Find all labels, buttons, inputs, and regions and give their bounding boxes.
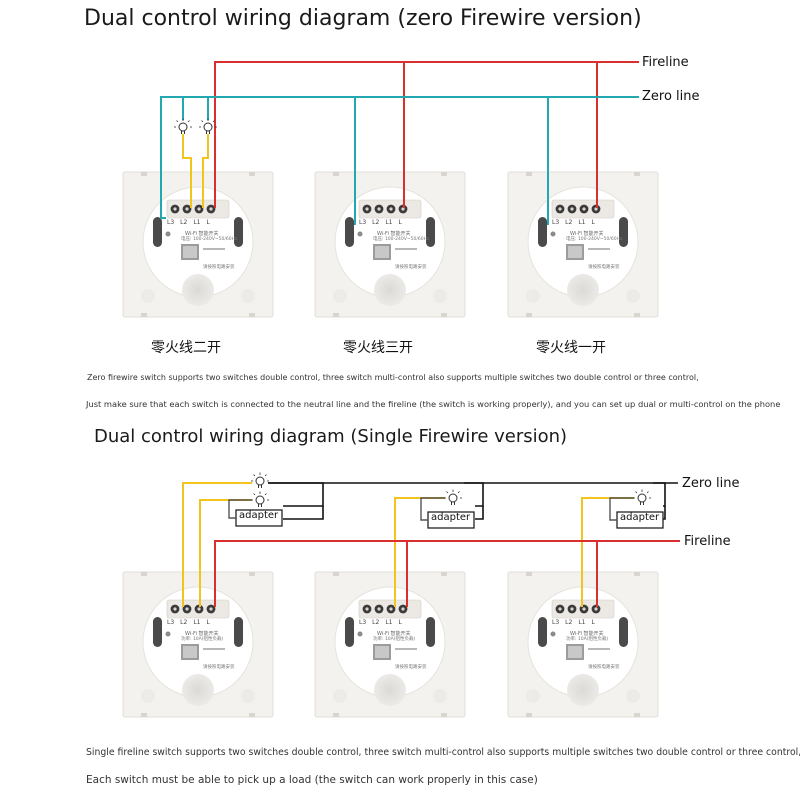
- top-load-wires: [182, 134, 209, 208]
- install-label: 请按照电路安装: [203, 265, 235, 270]
- bottom-zero-line-label: Zero line: [682, 476, 740, 491]
- caption-three-gang: 零火线三开: [343, 340, 413, 356]
- spec-2: 功率: 10A(阻性负载): [181, 637, 224, 642]
- spec-2: 功率: 10A(阻性负载): [373, 637, 416, 642]
- adapter-label-3: adapter: [620, 512, 660, 523]
- wifi-label: Wi-Fi 智能开关: [185, 231, 219, 237]
- wifi-label: Wi-Fi 智能开关: [377, 231, 411, 237]
- top-fireline-label: Fireline: [642, 55, 689, 70]
- caption-two-gang: 零火线二开: [151, 340, 221, 356]
- bottom-adapter-wires: [228, 497, 634, 521]
- bottom-note-2: Each switch must be able to pick up a lo…: [86, 774, 538, 786]
- install-label: 请按照电路安装: [395, 265, 427, 270]
- bottom-bulbs: [250, 472, 652, 508]
- wifi-label: Wi-Fi 智能开关: [570, 231, 604, 237]
- bottom-fireline-wires: [214, 540, 680, 607]
- caption-one-gang: 零火线一开: [536, 340, 606, 356]
- adapter-label-2: adapter: [431, 512, 471, 523]
- install-label: 请按照电路安装: [588, 265, 620, 270]
- spec-1: 电压: 100-240V~50/60Hz: [373, 237, 430, 242]
- top-zero-line-wires: [160, 96, 639, 225]
- bottom-fireline-label: Fireline: [684, 534, 731, 549]
- spec-1: 电压: 100-240V~50/60Hz: [566, 237, 623, 242]
- wifi-label: Wi-Fi 智能开关: [377, 631, 411, 637]
- wifi-label: Wi-Fi 智能开关: [570, 631, 604, 637]
- top-fireline-wires: [214, 61, 639, 208]
- top-note-1: Zero firewire switch supports two switch…: [87, 373, 699, 382]
- bottom-zero-line-wires: [268, 482, 678, 520]
- spec-2: 功率: 10A(阻性负载): [566, 637, 609, 642]
- install-label: 请按照电路安装: [203, 665, 235, 670]
- top-bulbs: [173, 118, 218, 135]
- top-note-2: Just make sure that each switch is conne…: [86, 399, 781, 409]
- install-label: 请按照电路安装: [395, 665, 427, 670]
- top-zero-line-label: Zero line: [642, 89, 700, 104]
- top-diagram-title: Dual control wiring diagram (zero Firewi…: [84, 6, 642, 31]
- install-label: 请按照电路安装: [588, 665, 620, 670]
- spec-1: 电压: 100-240V~50/60Hz: [181, 237, 238, 242]
- bottom-diagram-title: Dual control wiring diagram (Single Fire…: [94, 426, 568, 447]
- adapter-label-1: adapter: [239, 510, 279, 521]
- wifi-label: Wi-Fi 智能开关: [185, 631, 219, 637]
- bottom-note-1: Single fireline switch supports two swit…: [86, 747, 800, 758]
